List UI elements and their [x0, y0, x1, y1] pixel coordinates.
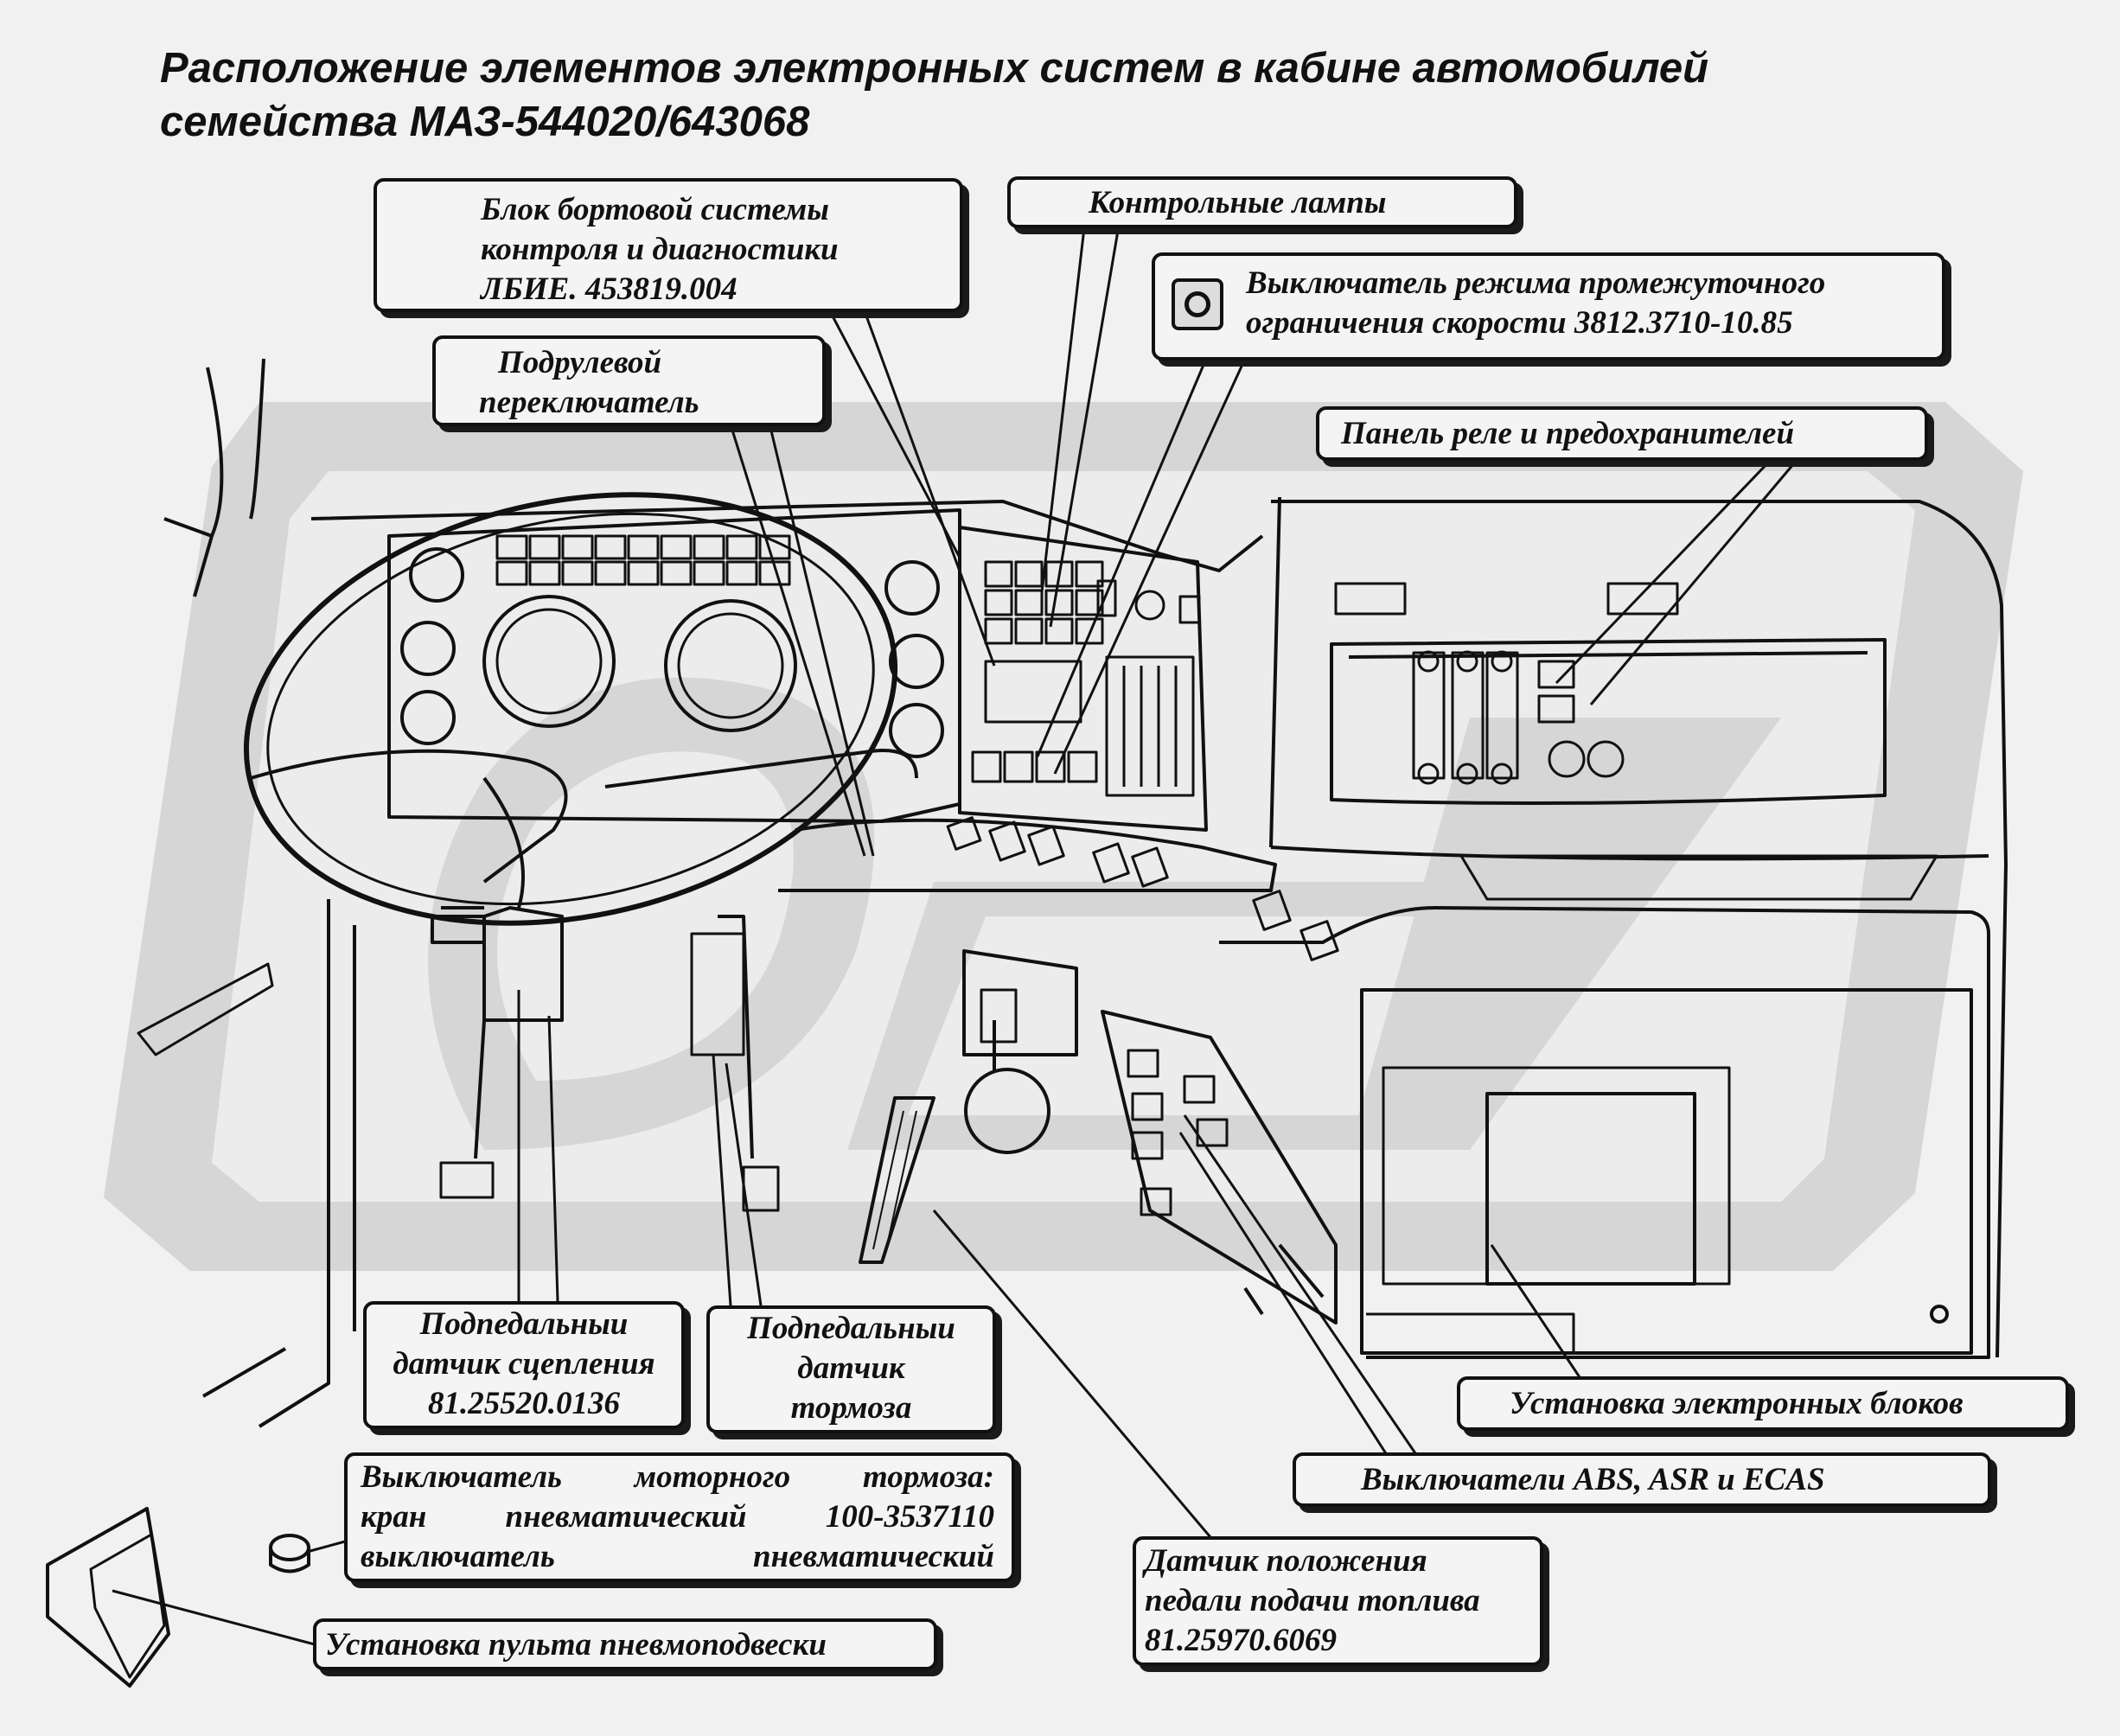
- throttle-sensor-line-3: 81.25970.6069: [1145, 1623, 1337, 1658]
- air-suspension-console-text: Установка пульта пневмоподвески: [325, 1627, 827, 1663]
- clutch-sensor-line-2: датчик сцепления: [393, 1346, 655, 1382]
- steering-switch-line-2: переключатель: [479, 385, 699, 420]
- label-throttle-sensor: Датчик положения педали подачи топлива 8…: [1133, 1536, 1543, 1666]
- title-line-1: Расположение элементов электронных систе…: [160, 45, 1709, 92]
- speed-limit-switch-line-1: Выключатель режима промежуточного: [1246, 265, 1826, 301]
- cab-line-drawing: [46, 358, 2008, 1688]
- steering-switch-line-1: Подрулевой: [498, 345, 662, 380]
- board-control-unit-line-3: ЛБИЕ. 453819.004: [481, 271, 738, 307]
- label-electronic-units: Установка электронных блоков: [1457, 1376, 2069, 1431]
- label-steering-switch: Подрулевой переключатель: [432, 335, 826, 426]
- label-clutch-sensor: Подпедальныи датчик сцепления 81.25520.0…: [363, 1301, 685, 1429]
- clutch-sensor-line-3: 81.25520.0136: [428, 1386, 620, 1421]
- throttle-sensor-line-2: педали подачи топлива: [1145, 1583, 1480, 1618]
- clutch-sensor-line-1: Подпедальныи: [419, 1306, 629, 1342]
- diagram-title: Расположение элементов электронных систе…: [160, 41, 1708, 149]
- engine-brake-switch-line-3: выключатель пневматический: [361, 1539, 994, 1574]
- board-control-unit-line-1: Блок бортовой системы: [481, 192, 829, 227]
- control-lamps-text: Контрольные лампы: [1089, 185, 1387, 220]
- engine-brake-switch-line-1: Выключатель моторного тормоза:: [361, 1459, 994, 1495]
- label-air-suspension-console: Установка пульта пневмоподвески: [313, 1618, 937, 1670]
- label-abs-switches: Выключатели ABS, ASR и ECAS: [1293, 1452, 1991, 1507]
- electronic-units-text: Установка электронных блоков: [1510, 1386, 1964, 1421]
- brake-sensor-line-1: Подпедальныи: [747, 1311, 955, 1346]
- relay-panel-text: Панель реле и предохранителей: [1341, 416, 1795, 451]
- brake-sensor-line-3: тормоза: [790, 1390, 912, 1426]
- speed-limit-switch-line-2: ограничения скорости 3812.3710-10.85: [1246, 305, 1793, 341]
- abs-switches-text: Выключатели ABS, ASR и ECAS: [1361, 1462, 1825, 1497]
- engine-brake-switch-line-2: кран пневматический 100-3537110: [361, 1499, 994, 1535]
- label-relay-panel: Панель реле и предохранителей: [1316, 406, 1928, 461]
- board-control-unit-line-2: контроля и диагностики: [481, 232, 839, 267]
- throttle-sensor-line-1: Датчик положения: [1145, 1543, 1427, 1579]
- brake-sensor-line-2: датчик: [797, 1350, 905, 1386]
- title-line-2: семейства МАЗ-544020/643068: [160, 99, 810, 145]
- label-control-lamps: Контрольные лампы: [1007, 176, 1517, 228]
- label-speed-limit-switch: Выключатель режима промежуточного ограни…: [1152, 252, 1945, 361]
- leader-lines: [112, 220, 1800, 1649]
- label-brake-sensor: Подпедальныи датчик тормоза: [706, 1305, 996, 1433]
- label-engine-brake-switch: Выключатель моторного тормоза: кран пнев…: [344, 1452, 1015, 1582]
- label-board-control-unit: Блок бортовой системы контроля и диагнос…: [374, 178, 963, 312]
- rotary-switch-icon: [1172, 278, 1223, 330]
